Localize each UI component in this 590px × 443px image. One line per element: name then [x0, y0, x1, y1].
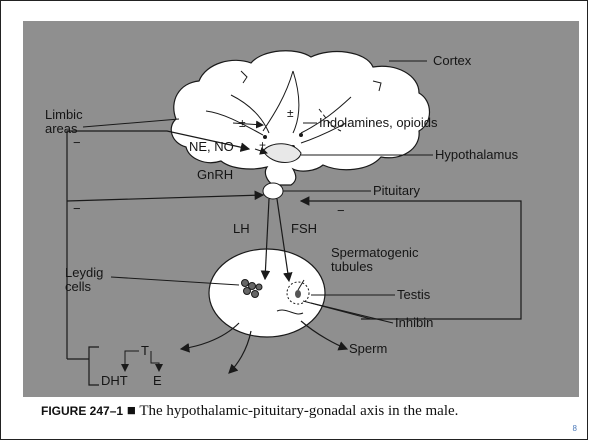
label-e: E	[153, 373, 162, 388]
label-spermatogenic-line1: Spermatogenic	[331, 245, 419, 260]
label-limbic-line1: Limbic	[45, 107, 83, 122]
caption-separator: ■	[127, 403, 136, 419]
label-ne-no: NE, NO	[189, 139, 234, 154]
figure-caption: FIGURE 247–1 ■ The hypothalamic-pituitar…	[41, 403, 571, 420]
label-hypothalamus: Hypothalamus	[435, 147, 519, 162]
label-leydig-line1: Leydig	[65, 265, 103, 280]
sign-plus-minus-right: ±	[287, 106, 294, 120]
label-t: T	[141, 343, 149, 358]
figure-number: FIGURE 247–1	[41, 404, 123, 418]
sign-minus-upper: −	[73, 135, 81, 150]
pituitary-gland	[263, 183, 283, 199]
label-leydig-line2: cells	[65, 279, 92, 294]
page-number: 8	[573, 424, 577, 433]
label-indolamines: Indolamines, opioids	[319, 115, 438, 130]
label-fsh: FSH	[291, 221, 317, 236]
label-lh: LH	[233, 221, 250, 236]
testis-shape	[209, 249, 325, 337]
sign-minus-lower: −	[73, 201, 81, 216]
label-spermatogenic-line2: tubules	[331, 259, 373, 274]
caption-text: The hypothalamic-pituitary-gonadal axis …	[139, 403, 458, 419]
sign-minus-right: −	[337, 203, 345, 218]
label-pituitary: Pituitary	[373, 183, 420, 198]
sign-plus: +	[259, 138, 266, 152]
label-sperm: Sperm	[349, 341, 387, 356]
sign-plus-minus-left: ±	[239, 116, 246, 130]
label-cortex: Cortex	[433, 53, 472, 68]
label-limbic-line2: areas	[45, 121, 78, 136]
label-testis: Testis	[397, 287, 431, 302]
label-gnrh: GnRH	[197, 167, 233, 182]
label-inhibin: Inhibin	[395, 315, 433, 330]
label-dht: DHT	[101, 373, 128, 388]
